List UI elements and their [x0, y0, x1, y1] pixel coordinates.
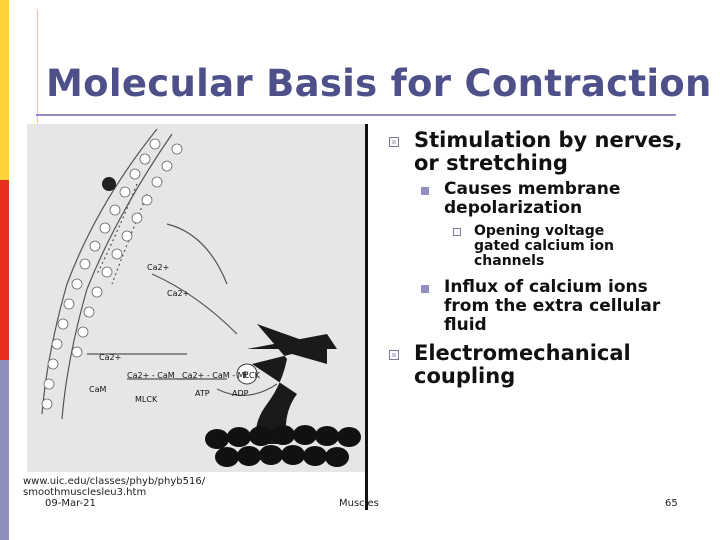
bullet-marker-icon [389, 350, 399, 360]
figure-label-ca-cam: Ca2+ - CaM [127, 371, 175, 380]
muscle-diagram-image: P Ca2+ Ca2+ Ca2+ CaM Ca2+ - CaM Ca2+ - C… [27, 124, 365, 472]
bullet-level1: Electromechanical coupling [414, 341, 631, 388]
bullet-level2: Causes membrane depolarization [444, 179, 621, 218]
bullet-marker-icon [421, 187, 429, 195]
accent-stripe-purple [0, 360, 9, 540]
footer-center: Muscles [339, 498, 379, 509]
bullet-level3: Opening voltage gated calcium ion channe… [474, 223, 615, 269]
figure-label-ca-cam-mlck: Ca2+ - CaM - MLCK [182, 371, 261, 380]
bullet-level2: Influx of calcium ions from the extra ce… [444, 277, 661, 335]
title-underline [36, 114, 676, 116]
slide-title: Molecular Basis for Contraction [46, 62, 712, 105]
bullet-marker-icon [421, 285, 429, 293]
title-vertical-rule [37, 10, 38, 130]
bullet-marker-icon [453, 228, 461, 236]
figure-label-ca1: Ca2+ [147, 263, 169, 272]
figure-label-mlck: MLCK [135, 395, 158, 404]
figure-label-p: P [243, 371, 249, 381]
figure-label-ca2: Ca2+ [167, 289, 189, 298]
figure-divider [365, 124, 368, 510]
page-number: 65 [665, 498, 678, 509]
accent-stripe-yellow [0, 0, 9, 180]
figure-label-atp: ATP [195, 389, 210, 398]
figure-label-cam: CaM [89, 385, 106, 394]
bullet-level1: Stimulation by nerves, or stretching [414, 128, 683, 175]
accent-stripe-red [0, 180, 9, 360]
bullet-marker-icon [389, 137, 399, 147]
footer-date: 09-Mar-21 [45, 498, 96, 509]
figure-label-ca3: Ca2+ [99, 353, 121, 362]
footer-source: www.uic.edu/classes/phyb/phyb516/ smooth… [23, 476, 206, 498]
figure-label-adp: ADP [232, 389, 249, 398]
